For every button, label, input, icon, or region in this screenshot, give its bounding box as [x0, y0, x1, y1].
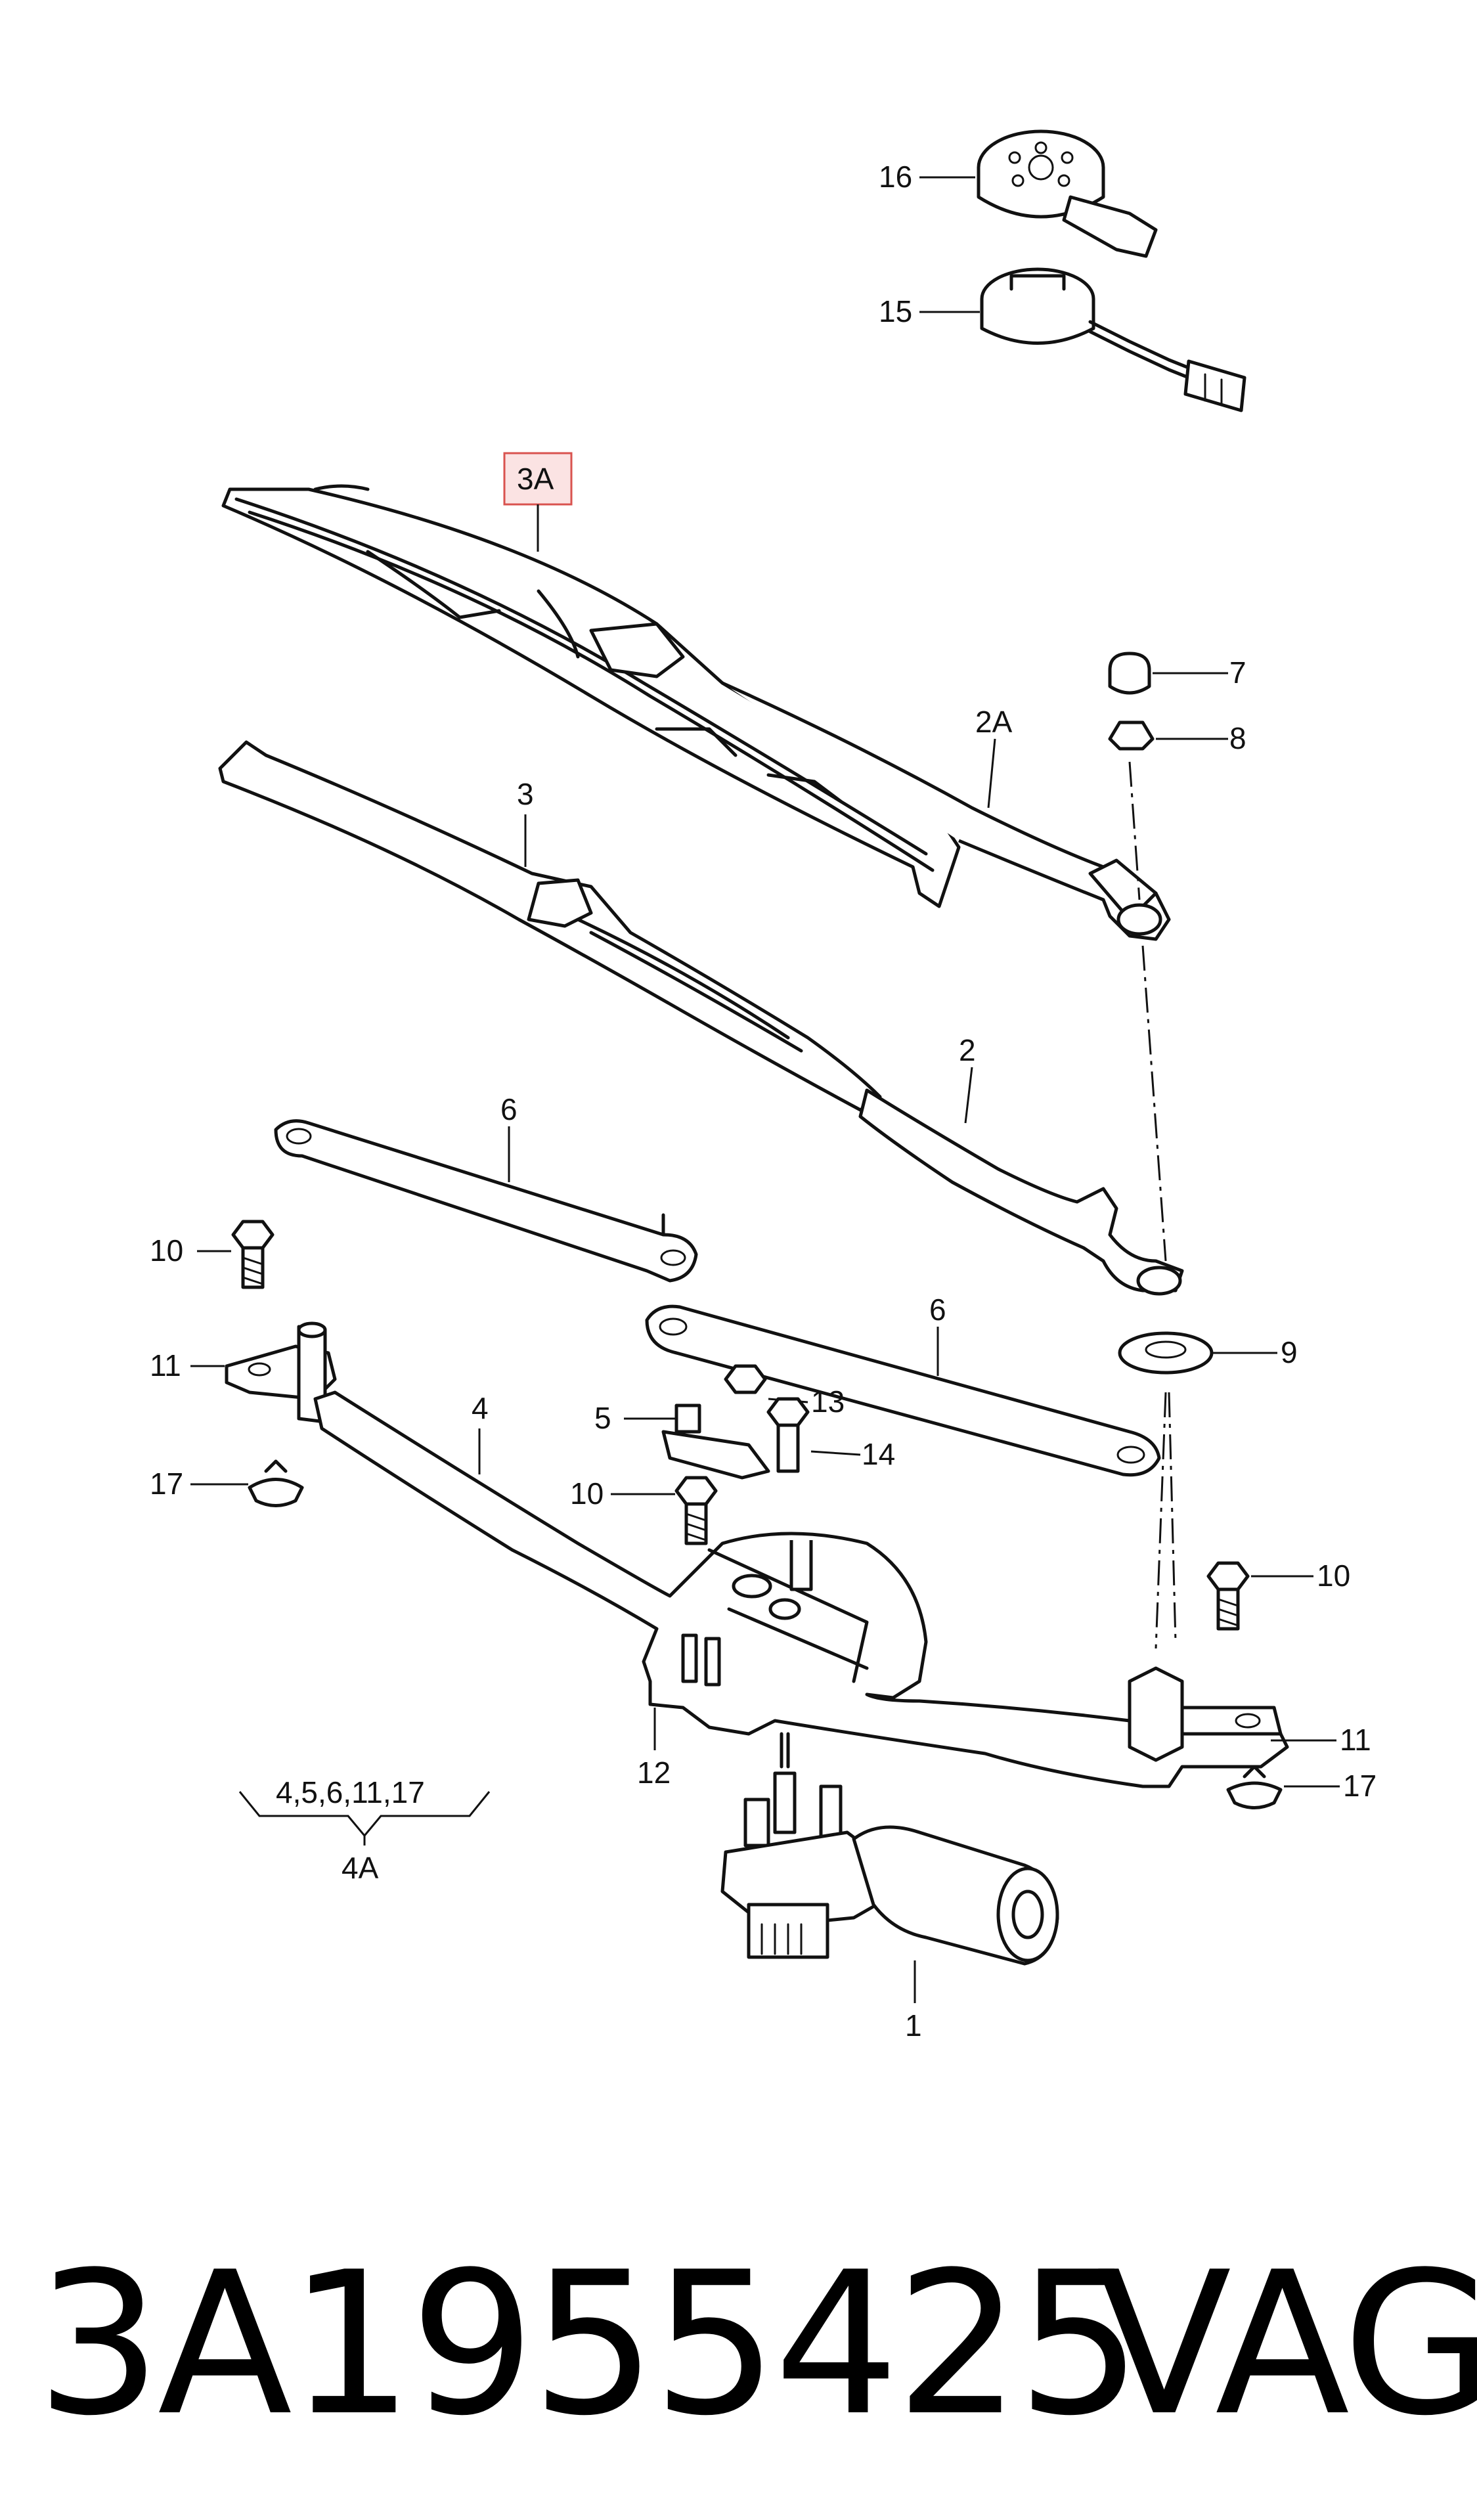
part-3-wiper-blade	[218, 740, 882, 1112]
callout-10-center: 10	[570, 1476, 604, 1511]
part-17-clip-right	[1226, 1765, 1340, 1809]
axis-line-low	[1168, 1392, 1177, 1643]
part-10-bolt-right	[1206, 1561, 1313, 1631]
callout-6-upper: 6	[500, 1092, 518, 1126]
part-number: 3A1955425	[36, 2230, 1142, 2459]
part-9-washer	[1118, 1331, 1277, 1375]
callout-2: 2	[959, 1033, 976, 1067]
callout-10-left: 10	[150, 1233, 183, 1268]
part-6-linkage-rod-upper	[274, 1119, 698, 1283]
callout-15: 15	[879, 294, 912, 328]
callout-8: 8	[1229, 721, 1246, 755]
callout-11-right: 11	[1340, 1723, 1371, 1757]
part-2A-wiper-arm	[721, 681, 1171, 941]
brand-name: VAG	[1097, 2230, 1477, 2459]
axis-line-top	[1128, 761, 1141, 900]
callout-12: 12	[637, 1756, 671, 1790]
part-4-linkage-frame	[313, 1390, 1289, 1788]
callout-1: 1	[905, 2008, 922, 2043]
part-10-bolt-left	[197, 1220, 275, 1289]
axis-line-mid	[1141, 945, 1167, 1262]
callout-4: 4	[472, 1391, 489, 1425]
callout-14: 14	[862, 1437, 895, 1471]
part-10-bolt-center	[611, 1476, 718, 1545]
callout-17-left: 17	[150, 1467, 183, 1501]
callout-3A: 3A	[517, 462, 554, 496]
part-2-wiper-arm	[858, 1067, 1184, 1296]
callout-17-right: 17	[1343, 1769, 1377, 1803]
callout-3: 3	[517, 777, 534, 811]
part-14-bolt	[766, 1397, 861, 1473]
part-3A-wiper-blade	[221, 484, 961, 908]
part-16-switch-knob	[977, 129, 1158, 258]
axis-line-low2	[1155, 1392, 1167, 1649]
callout-6-lower: 6	[929, 1293, 946, 1327]
callout-16: 16	[879, 160, 912, 194]
callout-10-right: 10	[1317, 1558, 1350, 1593]
part-7-cap	[1108, 652, 1228, 695]
part-15-switch-body	[980, 267, 1246, 412]
part-5-bushing	[624, 1404, 770, 1480]
callout-7: 7	[1229, 655, 1246, 690]
callout-9: 9	[1281, 1335, 1298, 1369]
callout-11-left: 11	[150, 1348, 181, 1382]
kit-label-4A: 4A	[342, 1851, 379, 1885]
part-1-wiper-motor	[720, 1732, 1059, 2003]
part-11-pivot-left	[190, 1321, 337, 1424]
callout-5: 5	[594, 1401, 611, 1435]
kit-parts-list: 4,5,6,11,17	[276, 1775, 425, 1809]
callout-13: 13	[811, 1384, 845, 1419]
part-8-nut	[1108, 720, 1228, 751]
part-6-linkage-rod-lower	[645, 1304, 1161, 1477]
part-17-clip-left	[190, 1459, 304, 1507]
callout-2A: 2A	[975, 705, 1013, 739]
